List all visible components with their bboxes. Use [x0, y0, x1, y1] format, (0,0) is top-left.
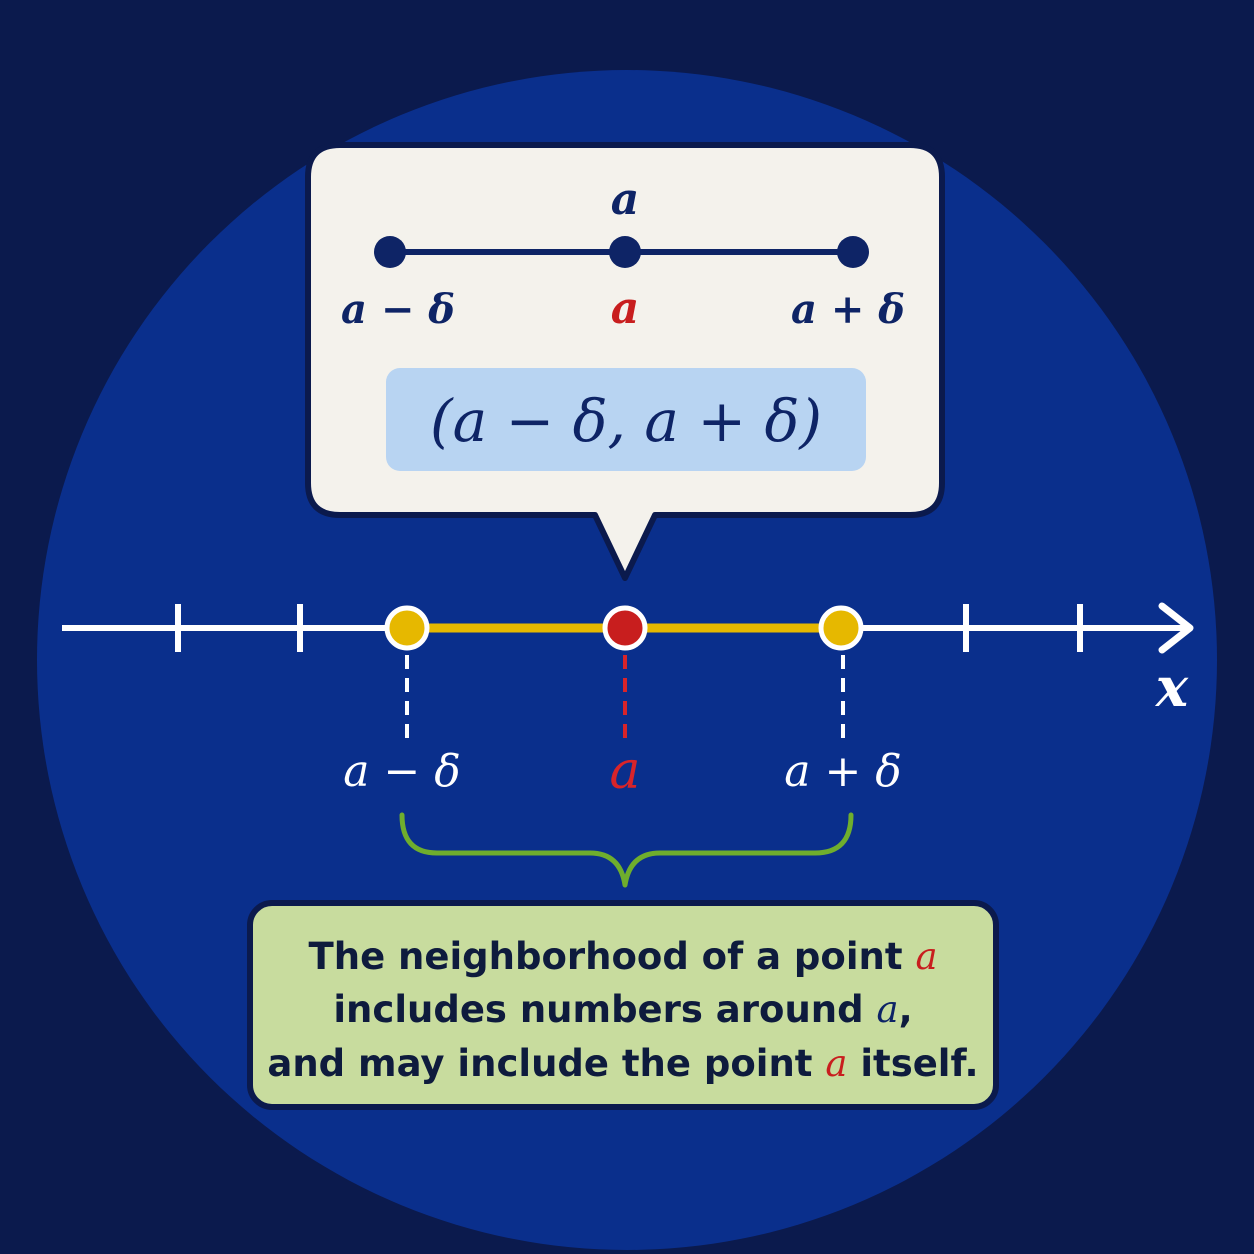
x-axis-variable: x — [1155, 655, 1189, 719]
caption-line-2-text: includes numbers around — [333, 988, 876, 1031]
callout-right-endpoint — [837, 236, 869, 268]
callout-left-label: a − δ — [341, 286, 455, 333]
axis-center-label: a — [609, 741, 640, 801]
callout-right-label: a + δ — [791, 286, 905, 333]
caption-line-2-tail: , — [899, 988, 913, 1031]
caption-line-3-text: and may include the point — [267, 1042, 825, 1085]
neighborhood-brace — [399, 812, 854, 888]
caption-line-2-var: a — [877, 988, 899, 1031]
right-endpoint-marker — [818, 605, 864, 651]
callout-bubble: a a − δ a a + δ (a − δ, a + δ) — [305, 142, 945, 581]
caption-line-2: includes numbers around a, — [333, 988, 912, 1031]
callout-left-endpoint — [374, 236, 406, 268]
caption-line-1-text: The neighborhood of a point — [308, 935, 915, 978]
caption-box: The neighborhood of a point a includes n… — [247, 900, 999, 1110]
number-line: x a − δ a a + δ — [62, 602, 1194, 801]
callout-center-label: a — [611, 283, 640, 334]
axis-left-label: a − δ — [343, 746, 461, 797]
left-endpoint-marker — [384, 605, 430, 651]
center-point-marker — [602, 605, 648, 651]
callout-center-point — [609, 236, 641, 268]
caption-background — [247, 900, 999, 1110]
caption-line-1-var: a — [915, 935, 937, 978]
caption-line-3-var: a — [825, 1042, 847, 1085]
x-axis-arrowhead — [1158, 602, 1194, 654]
interval-notation: (a − δ, a + δ) — [430, 387, 822, 455]
caption-line-1: The neighborhood of a point a — [308, 935, 937, 978]
callout-top-label: a — [611, 174, 640, 225]
caption-line-3: and may include the point a itself. — [267, 1042, 978, 1085]
caption-line-3-tail: itself. — [847, 1042, 978, 1085]
axis-right-label: a + δ — [784, 746, 902, 797]
interval-notation-box — [386, 368, 866, 471]
